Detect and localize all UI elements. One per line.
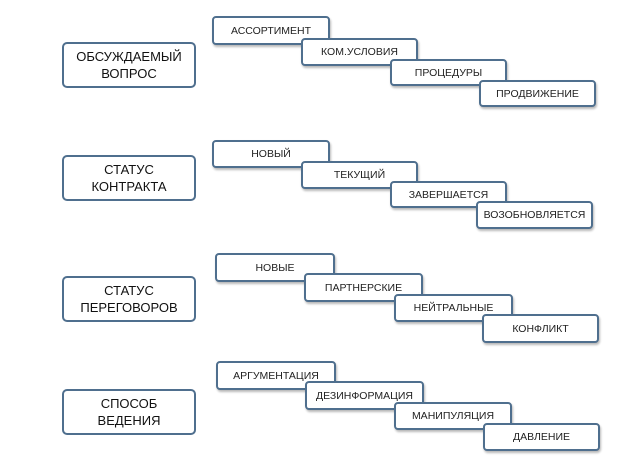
step-box: ПРОДВИЖЕНИЕ [479,80,596,107]
category-box-discussed-issue: ОБСУЖДАЕМЫЙ ВОПРОС [62,42,196,88]
step-box: АССОРТИМЕНТ [212,16,330,45]
step-box: ДАВЛЕНИЕ [483,423,600,451]
category-box-conduct-method: СПОСОБ ВЕДЕНИЯ [62,389,196,435]
step-box: КОНФЛИКТ [482,314,599,343]
category-box-negotiation-status: СТАТУС ПЕРЕГОВОРОВ [62,276,196,322]
step-box: ДЕЗИНФОРМАЦИЯ [305,381,424,410]
step-box: НОВЫЙ [212,140,330,168]
category-box-contract-status: СТАТУС КОНТРАКТА [62,155,196,201]
step-box: ВОЗОБНОВЛЯЕТСЯ [476,201,593,229]
